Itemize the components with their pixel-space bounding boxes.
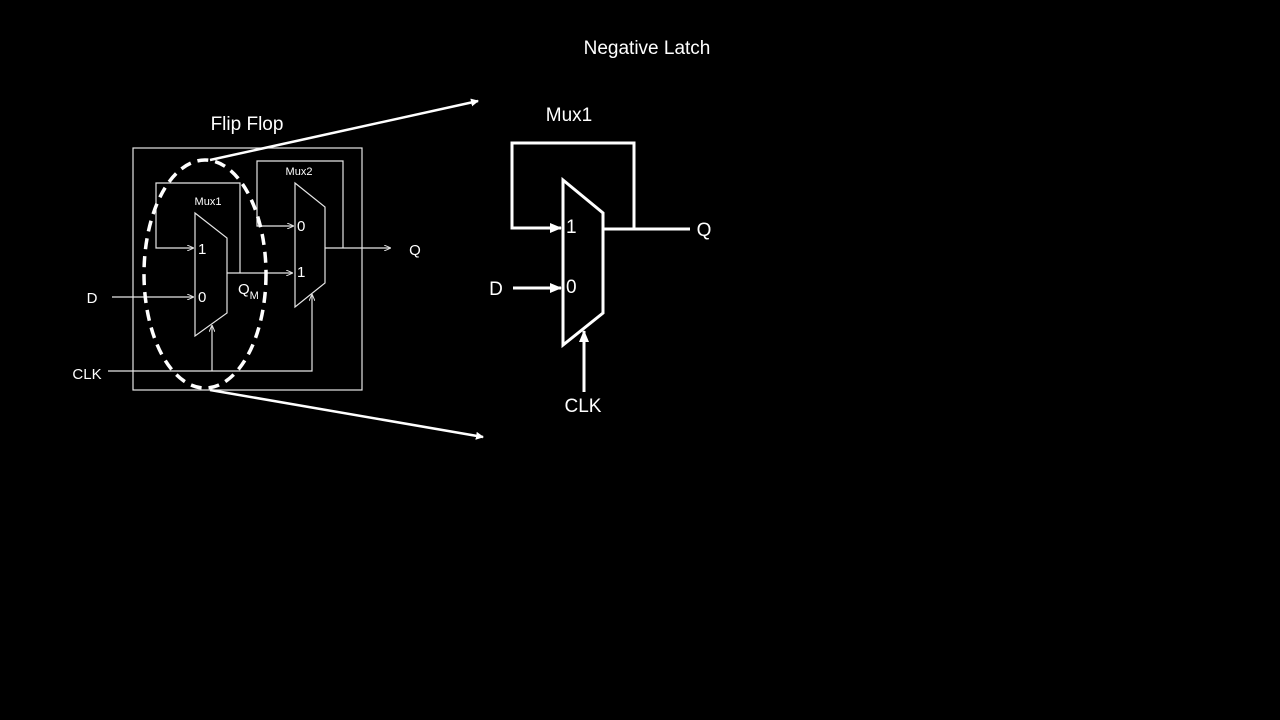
ff-q-label: Q — [409, 242, 421, 259]
ff-d-label: D — [87, 290, 98, 307]
mux2-small — [294, 181, 326, 309]
zoom-arrow-bottom — [209, 388, 484, 440]
latch-in0-label: 0 — [566, 277, 577, 298]
ff-clk-label: CLK — [72, 366, 101, 383]
latch-d-label: D — [489, 279, 503, 300]
mux1-small-label: Mux1 — [195, 196, 222, 208]
latch-mux-label: Mux1 — [546, 105, 592, 126]
mux1-small — [194, 211, 228, 338]
flip-flop-box — [132, 147, 363, 391]
flip-flop-schematic: Flip Flop Mux1 1 0 Mux2 0 1 D CLK Q QM — [72, 114, 421, 391]
latch-q-label: Q — [697, 220, 712, 241]
mux2-feedback-wire — [256, 160, 344, 248]
latch-in1-label: 1 — [566, 217, 577, 238]
clk-wire — [108, 295, 312, 372]
negative-latch-schematic: Mux1 1 0 D Q CLK — [489, 105, 711, 417]
latch-clk-label: CLK — [565, 396, 602, 417]
mux1-feedback-wire — [155, 182, 241, 273]
zoom-arrow-top — [209, 98, 479, 162]
latch-feedback-wire — [510, 141, 636, 233]
qm-subscript: M — [250, 290, 259, 302]
qm-main: Q — [238, 281, 250, 298]
zoom-highlight-ellipse — [142, 158, 268, 390]
mux2-in1-label: 1 — [297, 264, 305, 281]
mux2-in0-label: 0 — [297, 218, 305, 235]
diagram-title: Negative Latch — [584, 38, 711, 59]
latch-mux — [561, 176, 605, 349]
mux1-in1-label: 1 — [198, 241, 206, 258]
flip-flop-label: Flip Flop — [211, 114, 284, 135]
qm-label: QM — [238, 281, 259, 302]
mux2-label: Mux2 — [286, 166, 313, 178]
mux1-in0-label: 0 — [198, 289, 206, 306]
